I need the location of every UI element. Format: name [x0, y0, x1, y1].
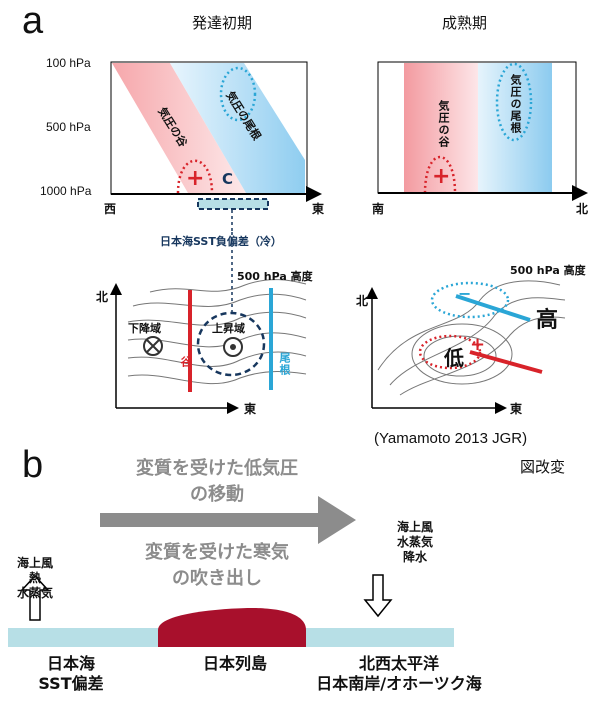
sst-note: 日本海SST負偏差（冷）	[160, 235, 282, 248]
axis-label-west: 西	[104, 202, 117, 216]
map-left-east-label: 東	[244, 402, 257, 416]
panel-b-letter: b	[22, 444, 44, 486]
downward-flux-arrow	[363, 574, 393, 618]
ridge-label-right: 気圧の尾根	[509, 74, 522, 134]
plus-map-right: +	[470, 334, 486, 355]
upward-flux-label: 海上風 熱 水蒸気	[16, 556, 53, 600]
trough-band-vertical	[404, 63, 478, 193]
schematic-b	[8, 496, 454, 647]
title-early-stage: 発達初期	[192, 14, 253, 32]
map-early	[110, 232, 307, 414]
trough-band-tilted	[112, 63, 246, 193]
level-500hpa: 500 hPa	[46, 120, 91, 134]
mature-ridge-anomaly	[495, 62, 533, 142]
japan-islands-label: 日本列島	[202, 654, 267, 673]
high-label: 高	[536, 308, 559, 333]
ridge-band-vertical	[478, 63, 552, 193]
sea-of-japan-label: 日本海 SST偏差	[38, 654, 104, 693]
cold-c-label: C	[222, 170, 234, 188]
plus-left: +	[186, 166, 205, 191]
citation: (Yamamoto 2013 JGR)	[374, 430, 528, 447]
map-mature	[366, 280, 566, 414]
cold-air-outbreak-text: 変質を受けた寒気 の吹き出し	[145, 542, 289, 589]
plus-right: +	[432, 164, 451, 189]
modified-note: 図改変	[520, 458, 566, 476]
high-anomaly-dotted	[430, 281, 510, 319]
low-anomaly-dotted	[418, 334, 482, 370]
mature-trough-line	[469, 350, 543, 374]
map-left-north-label: 北	[96, 290, 109, 304]
ascent-region-dashed	[196, 311, 266, 377]
low-label: 低	[444, 346, 464, 370]
map-ridge-label: 尾根	[278, 352, 291, 376]
pacific-label: 北西太平洋 日本南岸/オホーツク海	[316, 654, 482, 693]
ridge-anomaly-dotted	[219, 66, 257, 122]
map-left-height-label: 500 hPa 高度	[237, 270, 313, 283]
map-right-north-label: 北	[356, 294, 369, 308]
panel-a-letter: a	[22, 0, 44, 42]
descent-region-label: 下降域	[128, 322, 161, 335]
ridge-band-tilted	[170, 63, 305, 193]
mature-ridge-line	[455, 294, 531, 322]
map-right-height-label: 500 hPa 高度	[510, 264, 586, 277]
trough-label-right: 気圧の谷	[437, 100, 450, 148]
map-trough-label: 谷	[179, 356, 192, 368]
ascent-region-label: 上昇域	[212, 322, 245, 335]
map-right-east-label: 東	[510, 402, 523, 416]
mature-trough-anomaly	[423, 155, 457, 194]
movement-arrow	[100, 496, 356, 544]
sst-anomaly-box	[197, 198, 269, 210]
level-1000hpa: 1000 hPa	[40, 184, 92, 198]
axis-label-east: 東	[312, 202, 325, 216]
cross-section-mature	[377, 61, 588, 201]
cyclone-movement-text: 変質を受けた低気圧 の移動	[136, 458, 298, 505]
title-mature-stage: 成熟期	[442, 14, 488, 32]
minus-sign: −	[458, 284, 472, 303]
upward-flux-arrow	[20, 574, 50, 621]
level-100hpa: 100 hPa	[46, 56, 91, 70]
downward-flux-label: 海上風 水蒸気 降水	[396, 520, 433, 564]
cross-section-early	[110, 61, 322, 232]
axis-label-south: 南	[372, 202, 385, 216]
axis-label-north: 北	[576, 202, 589, 216]
japan-land	[158, 608, 306, 647]
